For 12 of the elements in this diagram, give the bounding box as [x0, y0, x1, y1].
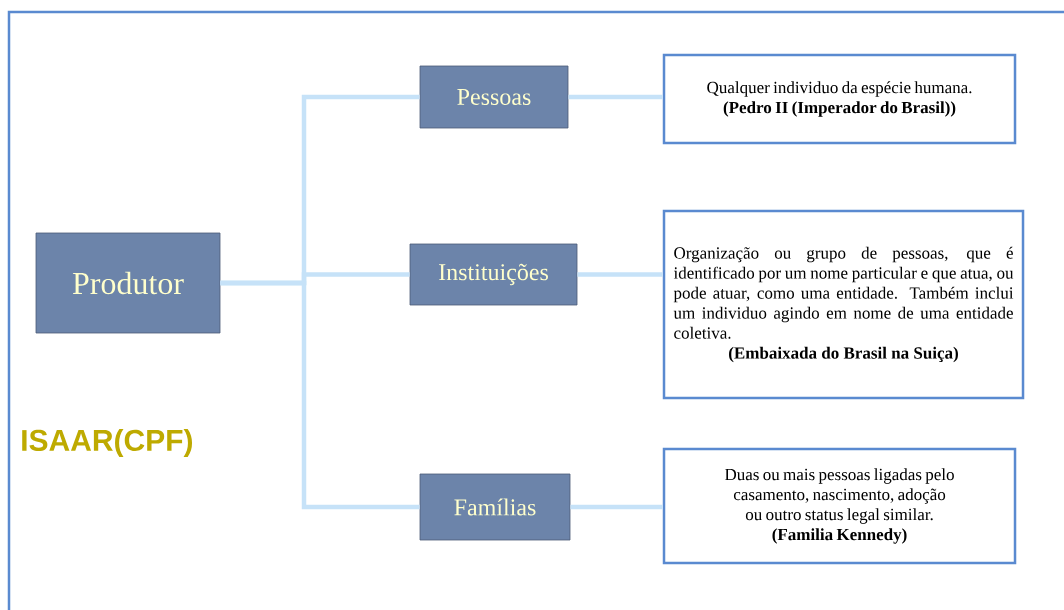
- connector-line: [570, 504, 663, 510]
- description-box: Organização ou grupo de pessoas, que é identificado por um nome particular e que atua, ou pode atuar, como uma entidade. Também inclui um individuo agindo em nome de uma entidade coletiva. (Embaixada do Brasil na Suiça): [662, 209, 1025, 400]
- connector-line: [568, 94, 663, 100]
- connector-line: [220, 280, 420, 510]
- watermark-label: ISAAR(CPF): [22, 429, 192, 457]
- description-box: Duas ou mais pessoas ligadas pelo casamento, nascimento, adoção ou outro status legal similar. (Familia Kennedy): [662, 447, 1017, 565]
- category-box: Produtor: [35, 232, 221, 334]
- category-box: Pessoas: [419, 65, 569, 129]
- category-box: Instituições: [409, 243, 578, 306]
- description-box: Qualquer individuo da espécie humana. (Pedro II (Imperador do Brasil)): [662, 53, 1017, 145]
- category-box: Famílias: [419, 473, 571, 541]
- connector-line: [577, 272, 663, 277]
